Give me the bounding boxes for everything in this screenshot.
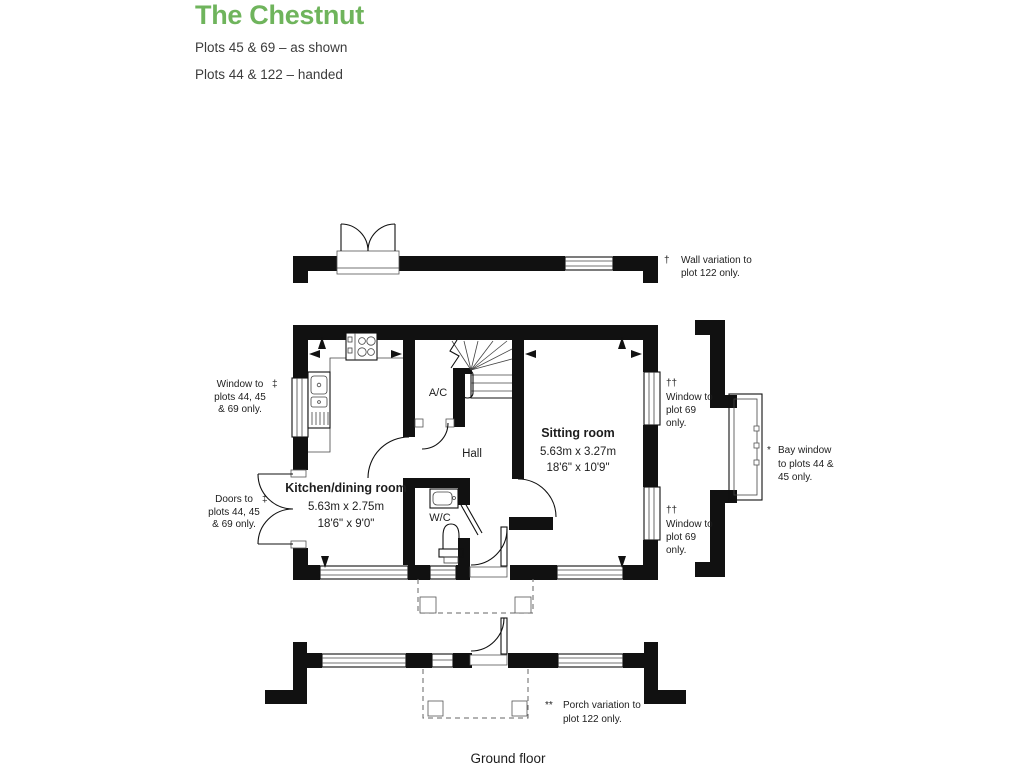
window-left-line1: Window to [217, 379, 264, 390]
window-kitchen-side [291, 377, 309, 438]
hob [345, 332, 378, 361]
double-asterisk-symbol: ** [545, 700, 553, 711]
ac-label: A/C [429, 387, 447, 399]
stairs [449, 339, 513, 399]
doors-left-line3: & 69 only. [212, 519, 256, 530]
front-door [469, 526, 508, 578]
window-right-bottom-line3: only. [666, 545, 686, 556]
bay-window-line2: to plots 44 & [778, 459, 834, 470]
window-kitchen-front [319, 565, 409, 580]
sitting-room-door [517, 478, 557, 518]
window-right-top-line2: plot 69 [666, 405, 696, 416]
window-right-top-annotation: †† Window to plot 69 only. [666, 378, 713, 429]
wall-variation-annotation: † Wall variation to plot 122 only. [664, 255, 752, 279]
window-wc-front [429, 565, 457, 580]
sitting-room-size-metric: 5.63m x 3.27m [540, 446, 616, 458]
double-dagger-symbol: ‡ [272, 379, 278, 390]
doors-left-line2: plots 44, 45 [208, 507, 260, 518]
dagger-symbol: † [664, 255, 670, 266]
porch-outline [417, 579, 534, 614]
hall-label: Hall [462, 448, 482, 460]
bay-window-line1: Bay window [778, 445, 832, 456]
wall-variation-line1: Wall variation to [681, 255, 752, 266]
window-left-annotation: Window to ‡ plots 44, 45 & 69 only. [214, 379, 277, 415]
plots-as-shown-label: Plots 45 & 69 – as shown [195, 40, 348, 55]
window-right-bottom-line1: Window to [666, 519, 713, 530]
asterisk-symbol: * [767, 445, 771, 456]
ac-cupboard-door [414, 418, 455, 450]
bay-window-line3: 45 only. [778, 472, 812, 483]
double-dagger-symbol: ‡ [262, 494, 268, 505]
variation-wall-window [564, 256, 614, 271]
kitchen-size-metric: 5.63m x 2.75m [308, 501, 384, 513]
wc-basin [429, 488, 459, 509]
window-left-line3: & 69 only. [218, 404, 262, 415]
dimension-arrows [309, 337, 642, 568]
double-dagger-symbol: †† [666, 505, 677, 516]
exterior-walls [293, 325, 658, 580]
page-title: The Chestnut [195, 0, 364, 30]
sitting-room-size-imperial: 18'6" x 10'9" [546, 462, 609, 474]
wall-variation-structure [293, 223, 658, 283]
bay-window-annotation: * Bay window to plots 44 & 45 only. [767, 445, 834, 483]
wc-label: W/C [429, 512, 450, 524]
doors-left-annotation: Doors to ‡ plots 44, 45 & 69 only. [208, 494, 267, 530]
window-right-top-line3: only. [666, 418, 686, 429]
interior-walls [403, 340, 553, 565]
porch-variation-line2: plot 122 only. [563, 714, 622, 725]
window-sitting-front [556, 565, 624, 580]
porch-variation-line1: Porch variation to [563, 700, 641, 711]
window-sitting-bottom [643, 486, 661, 541]
kitchen-door [367, 436, 410, 479]
double-dagger-symbol: †† [666, 378, 677, 389]
variation-front-door [469, 617, 508, 666]
kitchen-label: Kitchen/dining room [285, 481, 407, 495]
window-right-bottom-line2: plot 69 [666, 532, 696, 543]
variation-porch-outline [422, 669, 529, 719]
doors-left-line1: Doors to [215, 494, 253, 505]
porch-variation-annotation: ** Porch variation to plot 122 only. [545, 700, 641, 725]
kitchen-garden-doors [257, 469, 307, 549]
variation-window-sitting [557, 653, 624, 668]
kitchen-size-imperial: 18'6" x 9'0" [318, 518, 375, 530]
wall-variation-line2: plot 122 only. [681, 268, 740, 279]
window-left-line2: plots 44, 45 [214, 392, 266, 403]
window-right-bottom-annotation: †† Window to plot 69 only. [666, 505, 713, 556]
kitchen-sink [307, 371, 331, 429]
variation-window-small [431, 653, 454, 668]
bay-window-structure [695, 320, 763, 577]
wc-door [460, 502, 483, 536]
variation-window-kitchen [321, 653, 407, 668]
porch-variation-structure [265, 617, 686, 719]
garden-double-doors [336, 223, 400, 275]
window-right-top-line1: Window to [666, 392, 713, 403]
ground-floor-label: Ground floor [470, 751, 546, 766]
page-header: The Chestnut [195, 0, 364, 31]
wc-toilet [438, 523, 464, 564]
sitting-room-label: Sitting room [541, 426, 615, 440]
window-sitting-top [643, 371, 661, 426]
plots-handed-label: Plots 44 & 122 – handed [195, 67, 343, 82]
